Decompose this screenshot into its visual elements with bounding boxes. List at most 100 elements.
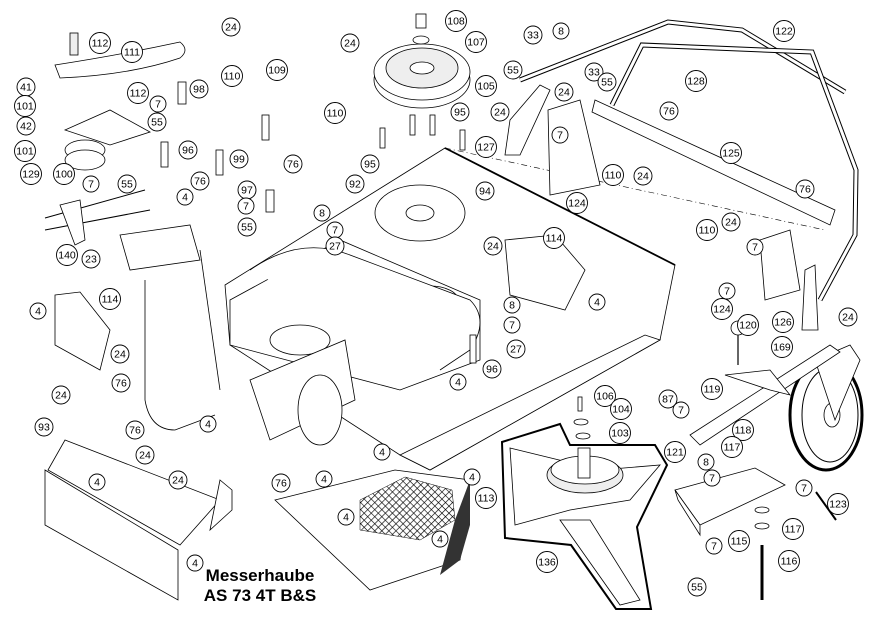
callout-circle <box>127 82 149 104</box>
callout-circle <box>14 140 36 162</box>
callout-circle <box>111 373 131 393</box>
callout-140: 140 <box>56 244 78 266</box>
callout-label: 96 <box>486 364 498 376</box>
callout-92: 92 <box>345 174 365 194</box>
callout-circle <box>463 468 481 486</box>
callout-label: 7 <box>557 130 563 142</box>
callout-label: 4 <box>437 534 443 546</box>
callout-label: 122 <box>775 26 793 38</box>
callout-circle <box>773 20 795 42</box>
callout-label: 117 <box>785 524 802 536</box>
callout-4: 4 <box>588 293 606 311</box>
callout-label: 7 <box>709 473 715 485</box>
callout-circle <box>190 171 210 191</box>
callout-96: 96 <box>178 140 198 160</box>
callout-label: 24 <box>114 349 126 361</box>
callout-circle <box>633 166 653 186</box>
callout-label: 95 <box>454 107 466 119</box>
callout-24: 24 <box>483 236 503 256</box>
callout-circle <box>705 537 723 555</box>
callout-label: 24 <box>139 450 151 462</box>
callout-label: 114 <box>102 294 119 306</box>
callout-circle <box>658 389 678 409</box>
callout-24: 24 <box>110 344 130 364</box>
callout-7: 7 <box>703 469 721 487</box>
callout-label: 116 <box>781 556 798 568</box>
callout-label: 76 <box>287 159 299 171</box>
callout-label: 110 <box>605 170 622 182</box>
callout-label: 101 <box>16 146 34 158</box>
callout-122: 122 <box>773 20 795 42</box>
callout-24: 24 <box>490 102 510 122</box>
callout-label: 76 <box>799 184 811 196</box>
callout-circle <box>229 149 249 169</box>
callout-114: 114 <box>99 288 121 310</box>
callout-101: 101 <box>14 140 36 162</box>
callout-circle <box>56 244 78 266</box>
callout-76: 76 <box>271 473 291 493</box>
callout-label: 126 <box>774 317 792 329</box>
callout-87: 87 <box>658 389 678 409</box>
callout-label: 109 <box>268 65 286 77</box>
callout-127: 127 <box>475 136 497 158</box>
title-line-2: AS 73 4T B&S <box>203 586 317 605</box>
callout-55: 55 <box>597 72 617 92</box>
title-line-1: Messerhaube <box>205 566 315 585</box>
callout-label: 33 <box>588 67 600 79</box>
callout-label: 4 <box>594 297 600 309</box>
callout-27: 27 <box>325 236 345 256</box>
callout-label: 7 <box>155 99 161 111</box>
callout-label: 4 <box>321 474 327 486</box>
callout-circle <box>483 236 503 256</box>
callout-label: 24 <box>637 171 649 183</box>
callout-circle <box>125 420 145 440</box>
callout-label: 7 <box>801 483 807 495</box>
callout-circle <box>449 373 467 391</box>
callout-circle <box>703 469 721 487</box>
callout-label: 112 <box>130 88 147 100</box>
callout-label: 8 <box>319 208 325 220</box>
callout-108: 108 <box>445 10 467 32</box>
callout-circle <box>720 142 742 164</box>
callout-circle <box>475 487 497 509</box>
callout-label: 76 <box>115 378 127 390</box>
callout-circle <box>659 101 679 121</box>
top-plate <box>229 239 481 391</box>
callout-circle <box>746 238 764 256</box>
callout-circle <box>360 154 380 174</box>
callout-128: 128 <box>685 70 707 92</box>
callout-circle <box>221 17 241 37</box>
callout-circle <box>189 79 209 99</box>
callout-circle <box>34 417 54 437</box>
callout-7: 7 <box>795 479 813 497</box>
callout-95: 95 <box>360 154 380 174</box>
callout-label: 7 <box>711 541 717 553</box>
callout-label: 76 <box>194 176 206 188</box>
callout-circle <box>445 10 467 32</box>
callout-104: 104 <box>610 398 632 420</box>
callout-24: 24 <box>340 33 360 53</box>
callout-label: 124 <box>713 304 731 316</box>
callout-24: 24 <box>51 385 71 405</box>
callout-76: 76 <box>190 171 210 191</box>
callout-circle <box>237 217 257 237</box>
callout-7: 7 <box>326 221 344 239</box>
callout-circle <box>503 60 523 80</box>
callout-169: 169 <box>771 336 793 358</box>
callout-label: 4 <box>343 512 349 524</box>
callout-circle <box>554 82 574 102</box>
callout-label: 98 <box>193 84 205 96</box>
cables-140 <box>44 189 151 246</box>
callout-95: 95 <box>450 102 470 122</box>
callout-label: 7 <box>724 286 730 298</box>
callout-circle <box>543 227 565 249</box>
callout-24: 24 <box>633 166 653 186</box>
callout-117: 117 <box>782 518 804 540</box>
callout-label: 24 <box>487 241 499 253</box>
callout-label: 92 <box>349 179 361 191</box>
callout-label: 7 <box>243 201 249 213</box>
callout-7: 7 <box>503 316 521 334</box>
